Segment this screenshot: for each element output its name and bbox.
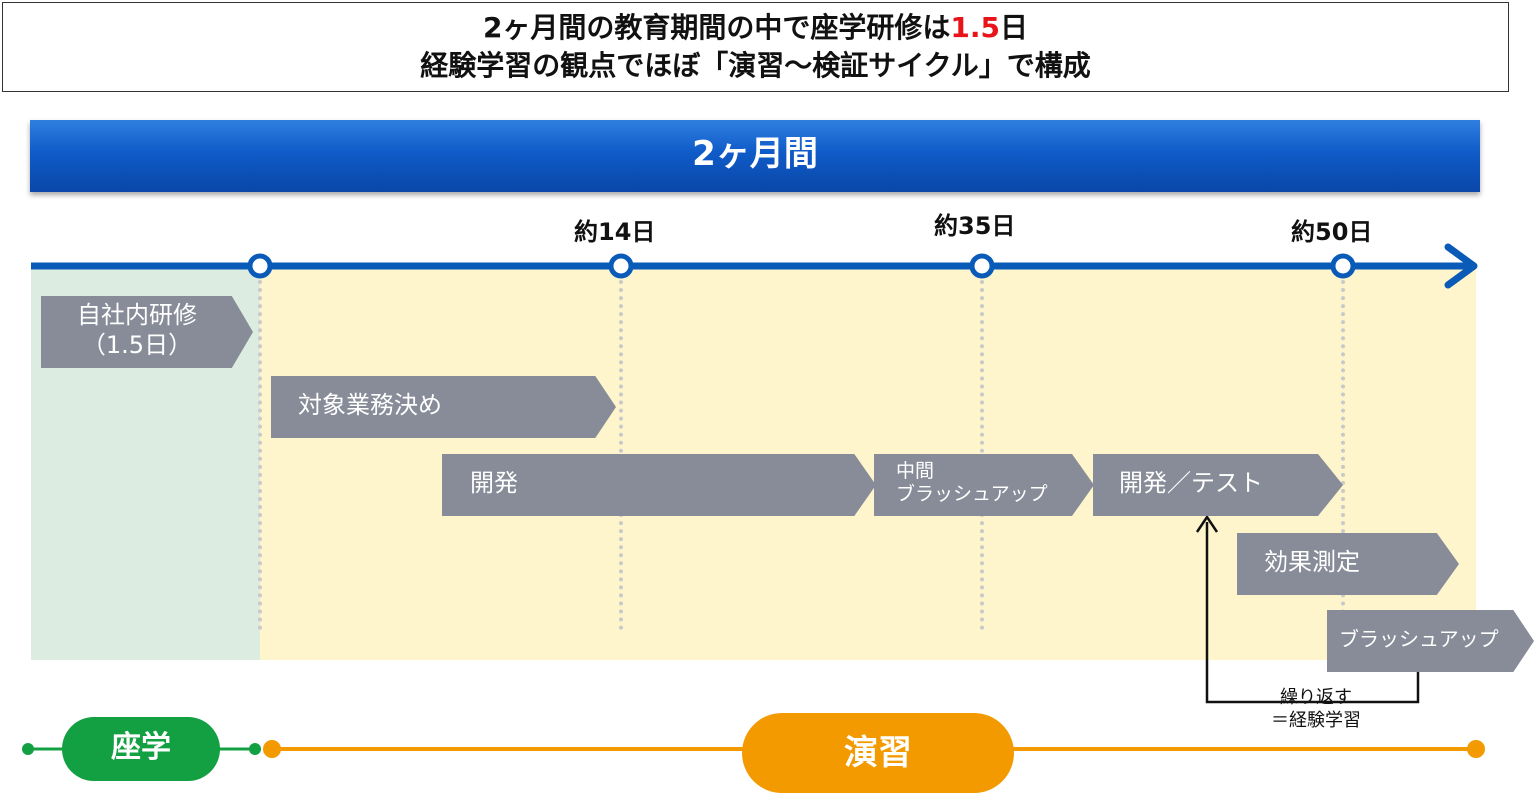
phase-development-label: 開発 (470, 469, 518, 497)
header-line-2: 経験学習の観点でほぼ「演習〜検証サイクル」で構成 (420, 49, 1091, 82)
header-line-1-start: 2ヶ月間の教育期間の中で座学研修は (482, 11, 951, 44)
lecture-pill: 座学 (62, 717, 220, 781)
phase-dev-test-label: 開発／テスト (1119, 469, 1263, 497)
milestone-14-node (608, 253, 634, 279)
header-line-1-end: 日 (1000, 11, 1029, 44)
milestone-35-node (969, 253, 995, 279)
guide-line-start (258, 280, 262, 630)
phase-target-decision-label: 対象業務決め (298, 391, 442, 419)
phase-brushup-label: ブラッシュアップ (1339, 627, 1499, 651)
phase-brushup: ブラッシュアップ (1327, 610, 1534, 672)
phase-dev-test: 開発／テスト (1093, 454, 1343, 516)
loop-note: 繰り返す ＝経験学習 (1256, 686, 1376, 732)
phase-in-house-line-2: （1.5日） (81, 331, 193, 359)
phase-effect-measurement-label: 効果測定 (1264, 548, 1360, 576)
header-title-box: 2ヶ月間の教育期間の中で座学研修は1.5日 経験学習の観点でほぼ「演習〜検証サイ… (2, 2, 1509, 92)
phase-interim-brushup-line-2: ブラッシュアップ (896, 483, 1048, 505)
loop-note-line-1: 繰り返す (1280, 687, 1352, 708)
milestone-label-14: 約14日 (574, 218, 656, 246)
loop-arrowhead (1195, 514, 1219, 533)
phase-interim-brushup: 中間 ブラッシュアップ (874, 454, 1094, 516)
practice-line-end-dot (1467, 740, 1485, 758)
period-banner: 2ヶ月間 (30, 120, 1480, 192)
lecture-line-start-dot (22, 743, 34, 755)
milestone-50-node (1330, 253, 1356, 279)
practice-line-start-dot (263, 740, 281, 758)
loop-note-line-2: ＝経験学習 (1271, 710, 1361, 731)
phase-interim-brushup-line-1: 中間 (896, 460, 935, 482)
timeline-arrowhead (1444, 243, 1478, 289)
header-line-1-accent: 1.5 (950, 11, 1001, 44)
phase-effect-measurement: 効果測定 (1237, 533, 1459, 595)
guide-line-50 (1341, 280, 1345, 630)
milestone-label-35: 約35日 (934, 212, 1016, 240)
phase-in-house-training: 自社内研修 （1.5日） (41, 296, 253, 368)
phase-in-house-line-1: 自社内研修 (77, 301, 197, 329)
header-line-1: 2ヶ月間の教育期間の中で座学研修は1.5日 (3, 9, 1508, 47)
practice-pill: 演習 (742, 713, 1014, 793)
milestone-start-node (247, 253, 273, 279)
milestone-label-50: 約50日 (1291, 218, 1373, 246)
loop-bracket (1205, 522, 1420, 704)
phase-target-decision: 対象業務決め (271, 376, 616, 438)
phase-development: 開発 (442, 454, 876, 516)
lecture-line-end-dot (249, 743, 261, 755)
